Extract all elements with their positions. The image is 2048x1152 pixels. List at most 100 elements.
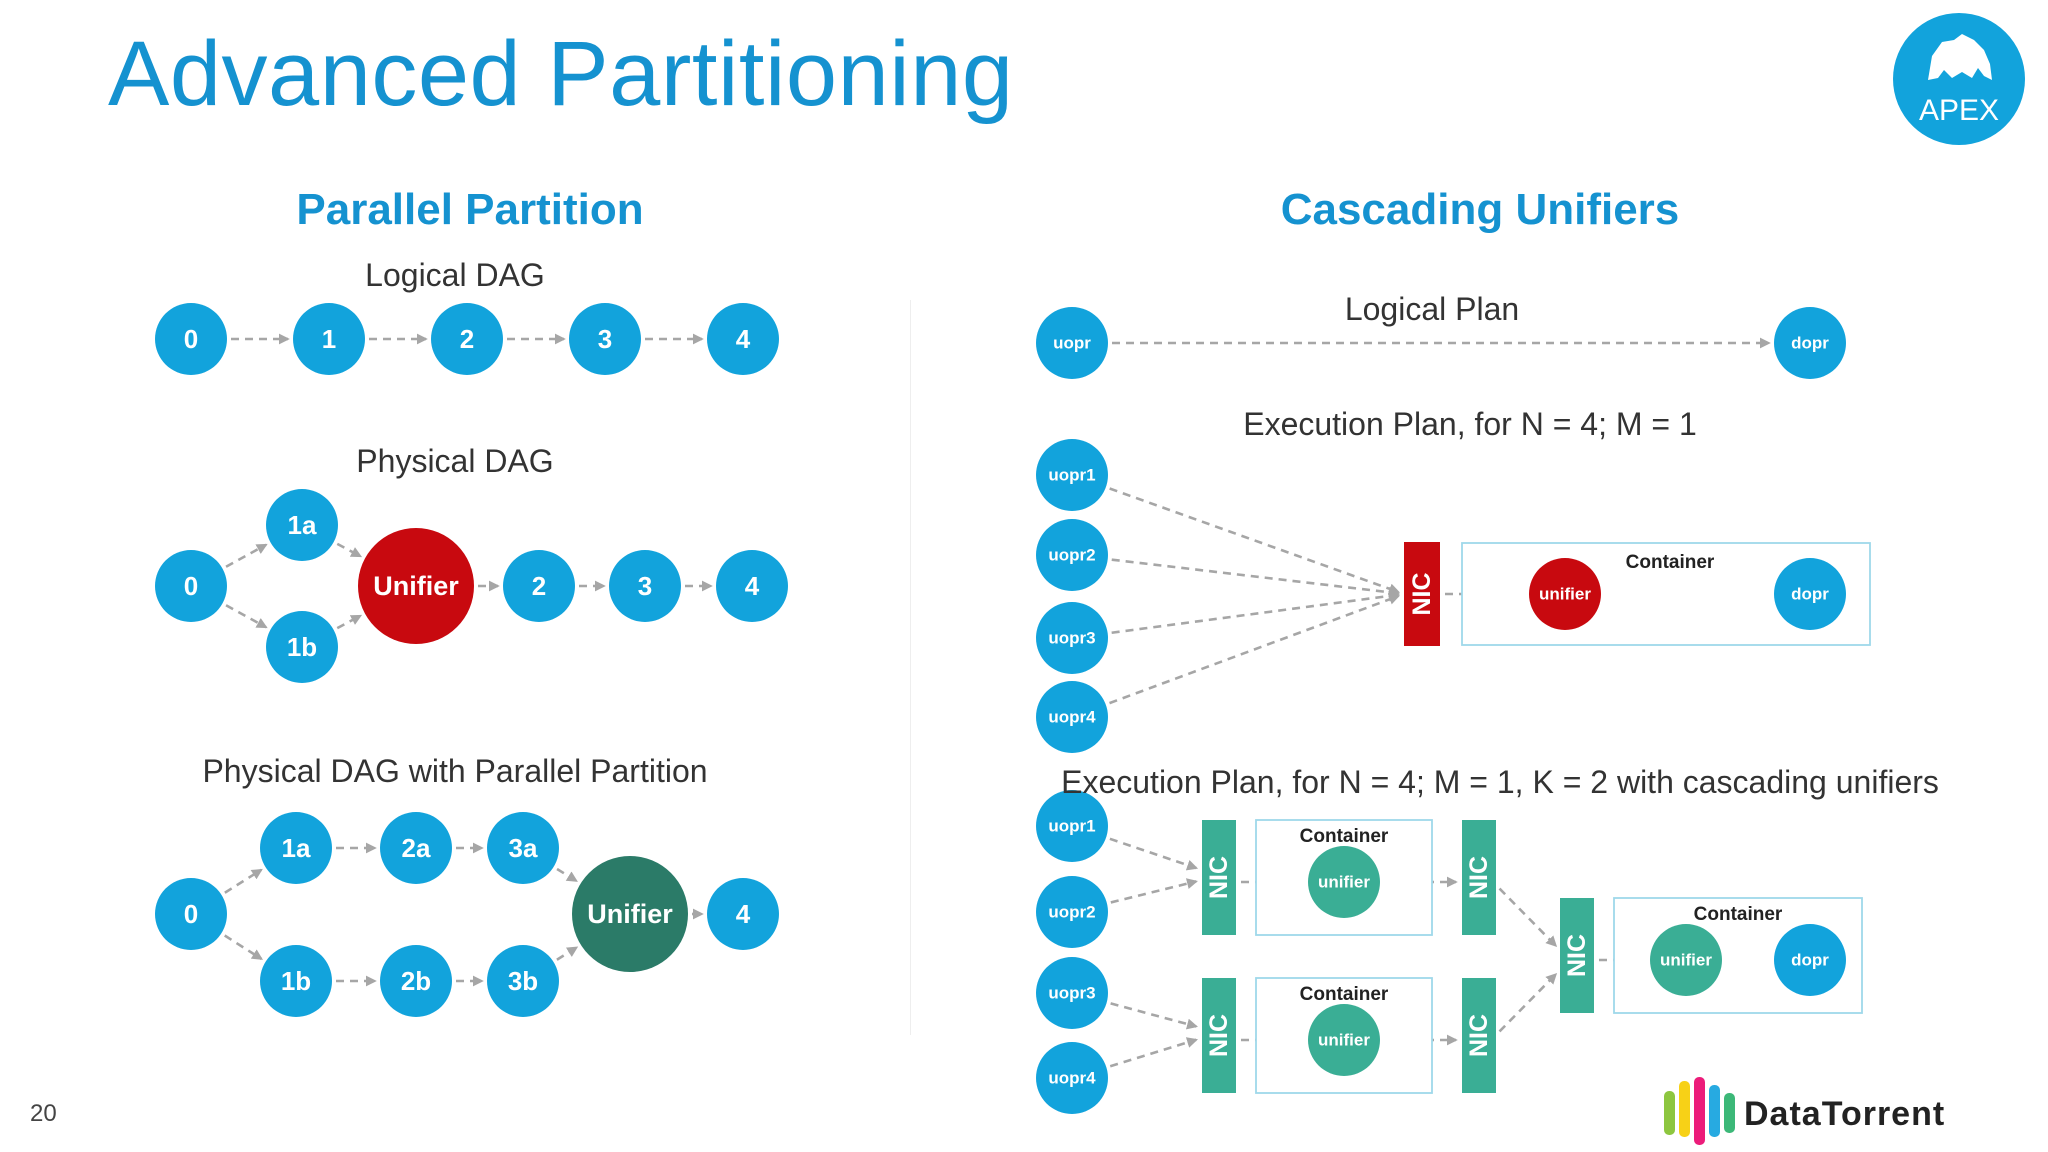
exec2-edge	[1109, 837, 1199, 871]
svg-text:NIC: NIC	[1465, 1014, 1493, 1057]
slide-title: Advanced Partitioning	[108, 23, 1014, 125]
parallel-node-2a: 2a	[380, 812, 452, 884]
physical-edge	[336, 614, 363, 630]
logical-node-2: 2	[431, 303, 503, 375]
svg-text:uopr4: uopr4	[1048, 708, 1096, 727]
logical-node-4: 4	[707, 303, 779, 375]
physical-node-0: 0	[155, 550, 227, 622]
logical-plan-sink: dopr	[1774, 307, 1846, 379]
exec1-source-uopr4: uopr4	[1036, 681, 1108, 753]
exec2-source-uopr1: uopr1	[1036, 790, 1108, 862]
svg-text:uopr1: uopr1	[1048, 466, 1095, 485]
svg-text:uopr4: uopr4	[1048, 1069, 1096, 1088]
logical-node-3: 3	[569, 303, 641, 375]
parallel-node-3a: 3a	[487, 812, 559, 884]
exec2-unifier-final: unifier	[1650, 924, 1722, 996]
exec1-source-uopr3: uopr3	[1036, 602, 1108, 674]
svg-text:4: 4	[736, 324, 751, 354]
physical-node-1b: 1b	[266, 611, 338, 683]
logical-plan-source: uopr	[1036, 307, 1108, 379]
physical-node-2: 2	[503, 550, 575, 622]
apex-logo-text: APEX	[1919, 94, 1999, 127]
cascading-unifiers-heading: Cascading Unifiers	[1281, 185, 1680, 234]
svg-text:NIC: NIC	[1205, 856, 1233, 899]
svg-text:Container: Container	[1300, 826, 1389, 847]
physical-edge	[225, 604, 268, 629]
exec-plan-2-label: Execution Plan, for N = 4; M = 1, K = 2 …	[1061, 764, 1939, 800]
svg-text:2b: 2b	[401, 966, 431, 996]
exec2-edge	[1498, 972, 1558, 1033]
parallel-node-3b: 3b	[487, 945, 559, 1017]
physical-node-4: 4	[716, 550, 788, 622]
parallel-node-2b: 2b	[380, 945, 452, 1017]
page-number: 20	[30, 1100, 57, 1127]
physical-node-3: 3	[609, 550, 681, 622]
exec2-sink: dopr	[1774, 924, 1846, 996]
section-divider	[910, 300, 911, 1035]
physical-unifier-node: Unifier	[358, 528, 474, 644]
svg-text:1b: 1b	[287, 632, 317, 662]
svg-text:2a: 2a	[402, 833, 431, 863]
exec2-edge	[1109, 1037, 1199, 1068]
svg-text:unifier: unifier	[1318, 1031, 1370, 1050]
parallel-partition-heading: Parallel Partition	[296, 185, 643, 234]
exec1-edge	[1111, 590, 1400, 635]
svg-text:dopr: dopr	[1791, 334, 1829, 353]
svg-text:uopr2: uopr2	[1048, 546, 1095, 565]
svg-text:1b: 1b	[281, 966, 311, 996]
svg-text:2: 2	[460, 324, 474, 354]
exec2-unifier-top: unifier	[1308, 846, 1380, 918]
exec2-nic-final: NIC	[1560, 898, 1594, 1013]
svg-text:3: 3	[598, 324, 612, 354]
exec1-nic: NIC	[1404, 542, 1440, 646]
exec2-nic-bottom-out: NIC	[1462, 978, 1496, 1093]
parallel-edge	[224, 868, 263, 894]
exec1-source-uopr1: uopr1	[1036, 439, 1108, 511]
svg-text:unifier: unifier	[1539, 585, 1591, 604]
logical-node-0: 0	[155, 303, 227, 375]
parallel-dag-label: Physical DAG with Parallel Partition	[202, 753, 707, 789]
parallel-node-1b: 1b	[260, 945, 332, 1017]
svg-text:0: 0	[184, 899, 198, 929]
svg-text:unifier: unifier	[1660, 951, 1712, 970]
exec2-source-uopr3: uopr3	[1036, 957, 1108, 1029]
svg-text:NIC: NIC	[1465, 856, 1493, 899]
physical-node-1a: 1a	[266, 489, 338, 561]
parallel-unifier-node: Unifier	[572, 856, 688, 972]
svg-text:4: 4	[736, 899, 751, 929]
svg-text:uopr3: uopr3	[1048, 984, 1095, 1003]
svg-text:1: 1	[322, 324, 336, 354]
parallel-edge	[556, 867, 578, 883]
exec2-unifier-bottom: unifier	[1308, 1004, 1380, 1076]
gorilla-icon	[1928, 34, 1992, 80]
exec2-edge	[1110, 878, 1198, 904]
exec1-edge	[1111, 558, 1400, 598]
exec1-edge	[1109, 487, 1401, 595]
svg-text:dopr: dopr	[1791, 951, 1829, 970]
svg-text:0: 0	[184, 571, 198, 601]
parallel-node-1a: 1a	[260, 812, 332, 884]
svg-text:Unifier: Unifier	[373, 571, 459, 601]
exec2-nic-top-out: NIC	[1462, 820, 1496, 935]
parallel-edge	[224, 934, 263, 961]
svg-text:0: 0	[184, 324, 198, 354]
svg-text:Container: Container	[1300, 984, 1389, 1005]
svg-text:1a: 1a	[282, 833, 311, 863]
svg-text:3a: 3a	[509, 833, 538, 863]
exec2-source-uopr2: uopr2	[1036, 876, 1108, 948]
exec1-unifier: unifier	[1529, 558, 1601, 630]
logical-node-1: 1	[293, 303, 365, 375]
datatorrent-logo-text: DataTorrent	[1744, 1095, 1945, 1133]
parallel-node-4: 4	[707, 878, 779, 950]
exec1-edge	[1109, 594, 1401, 705]
exec1-sink: dopr	[1774, 558, 1846, 630]
svg-text:Container: Container	[1694, 904, 1783, 925]
svg-text:Unifier: Unifier	[587, 899, 673, 929]
logical-dag-label: Logical DAG	[365, 257, 545, 293]
parallel-node-0: 0	[155, 878, 227, 950]
exec1-source-uopr2: uopr2	[1036, 519, 1108, 591]
svg-text:uopr1: uopr1	[1048, 817, 1095, 836]
svg-text:unifier: unifier	[1318, 873, 1370, 892]
